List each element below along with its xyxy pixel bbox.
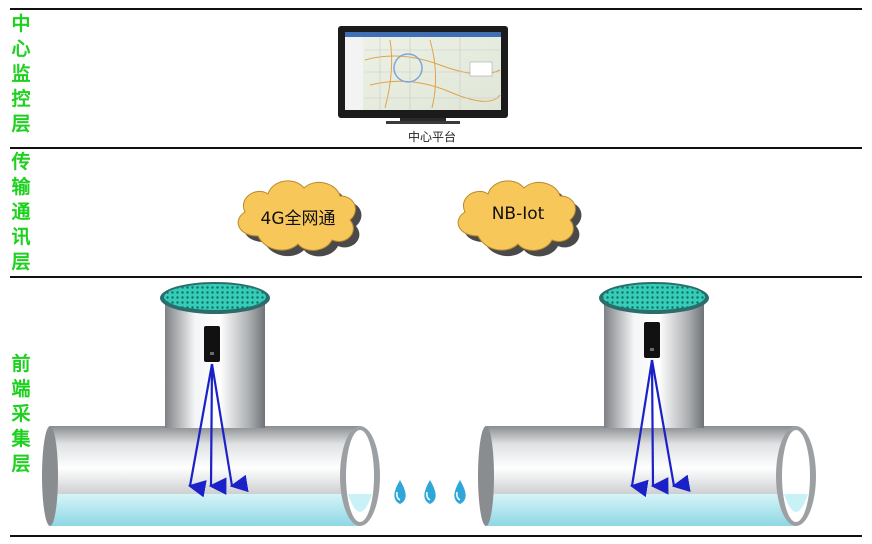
layer-char: 心 xyxy=(11,38,31,60)
sensor-left xyxy=(204,326,220,362)
ultrasonic-beams-right xyxy=(629,359,691,498)
divider-1 xyxy=(10,147,862,149)
layer-label-frontend: 前 端 采 集 层 xyxy=(6,352,36,477)
pipe-left xyxy=(42,426,380,526)
layer-char: 集 xyxy=(11,428,31,450)
layer-char: 控 xyxy=(11,88,31,110)
water-drop-icons xyxy=(394,480,466,504)
layer-char: 监 xyxy=(11,63,31,85)
layer-char: 层 xyxy=(11,453,31,475)
layer-char: 前 xyxy=(11,353,31,375)
layer-char: 通 xyxy=(11,201,31,223)
layer-char: 层 xyxy=(11,251,31,273)
ultrasonic-beams-left xyxy=(187,363,249,498)
divider-2 xyxy=(10,276,862,278)
sensor-right xyxy=(644,322,660,358)
layer-label-center: 中 心 监 控 层 xyxy=(6,12,36,137)
divider-bottom xyxy=(10,535,862,537)
cloud-label-4g: 4G全网通 xyxy=(260,209,336,229)
layer-label-transport: 传 输 通 讯 层 xyxy=(6,150,36,275)
divider-top xyxy=(10,8,862,10)
monitor-icon xyxy=(338,26,508,124)
manhole-shaft-right xyxy=(599,282,709,428)
pipe-right xyxy=(478,426,816,526)
layer-char: 讯 xyxy=(11,226,31,248)
cloud-4g xyxy=(237,180,362,257)
layer-char: 层 xyxy=(11,113,31,135)
layer-char: 输 xyxy=(11,176,31,198)
layer-char: 采 xyxy=(11,403,31,425)
layer-char: 中 xyxy=(11,13,31,35)
manhole-shaft-left xyxy=(160,282,270,428)
cloud-nbiot xyxy=(457,180,582,257)
layer-char: 传 xyxy=(11,151,31,173)
cloud-label-nbiot: NB-Iot xyxy=(491,204,545,224)
center-platform-label: 中心平台 xyxy=(407,130,456,144)
layer-char: 端 xyxy=(11,378,31,400)
